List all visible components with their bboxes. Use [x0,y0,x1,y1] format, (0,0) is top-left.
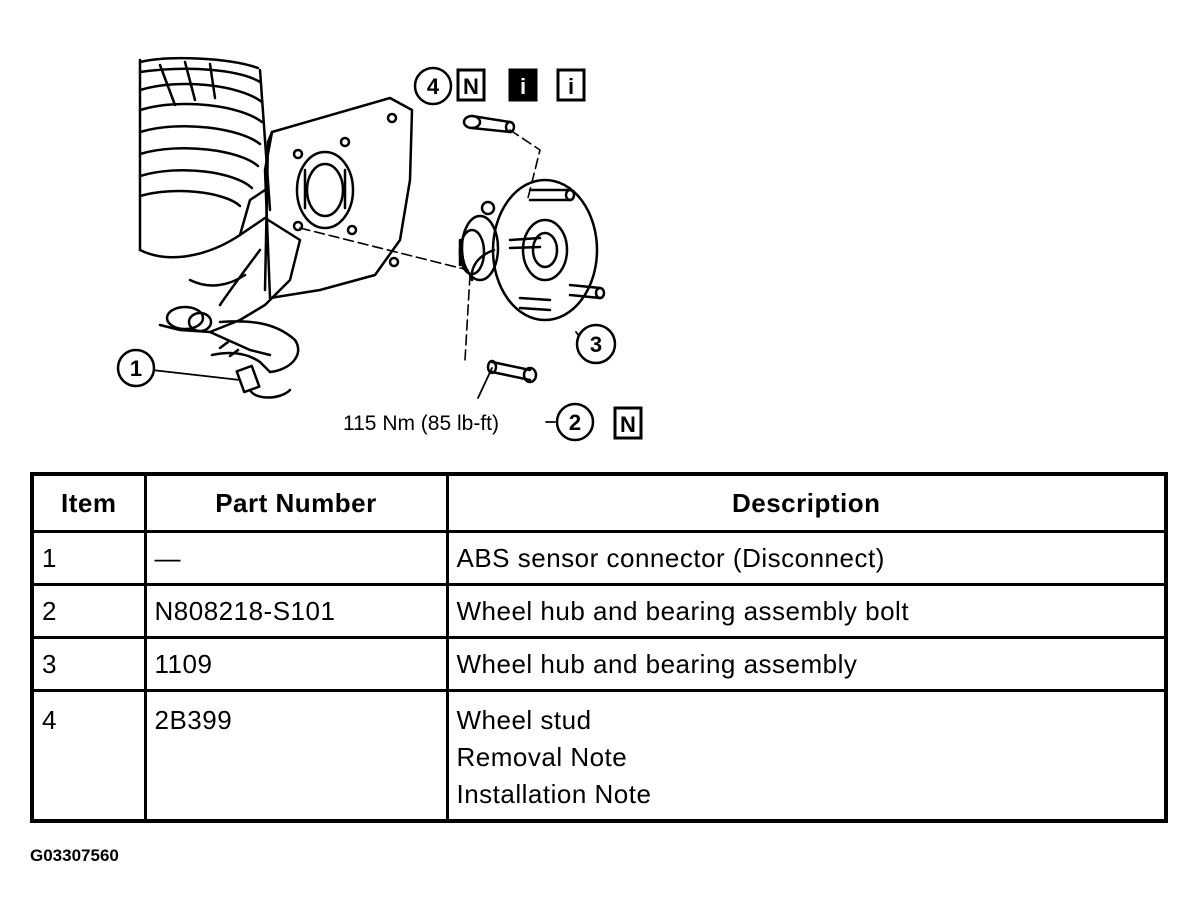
cell-description: Wheel stud Removal Note Installation Not… [445,689,1168,823]
table-row: 2 N808218-S101 Wheel hub and bearing ass… [30,583,1168,639]
svg-text:N: N [463,74,479,99]
cell-part-number: 1109 [143,636,449,692]
cell-part-number: 2B399 [143,689,449,823]
parts-table: Item Part Number Description 1 — ABS sen… [30,472,1168,823]
removal-note-line: Removal Note [456,742,628,772]
header-item: Item [30,472,147,533]
cell-item: 1 [30,530,147,586]
svg-text:1: 1 [130,356,142,381]
svg-text:3: 3 [590,332,602,357]
figure-id: G03307560 [30,846,119,865]
description-line: Wheel hub and bearing assembly [456,648,858,679]
cell-part-number: N808218-S101 [143,583,449,639]
hub-bolt-part [486,359,538,384]
svg-text:i: i [520,74,526,99]
table-row: 4 2B399 Wheel stud Removal Note Installa… [30,689,1168,823]
description-line: ABS sensor connector (Disconnect) [456,542,885,573]
description-line: Wheel stud [456,705,592,735]
cell-description: Wheel hub and bearing assembly [445,636,1168,692]
description-line: Wheel hub and bearing assembly bolt [456,595,910,626]
header-description: Description [445,472,1168,533]
info-box-filled: i [508,68,538,102]
note-box-n: N [456,68,486,102]
alignment-lines [299,129,541,361]
knuckle-arm [138,188,302,357]
info-box-outline: i [556,68,586,102]
coil-spring [138,56,272,252]
callout-2: 2 [555,402,595,442]
wheel-stud-part [462,114,516,134]
suspension-hub-diagram: 4 N i i 1 3 115 Nm (85 lb-ft) 2 N [116,56,643,442]
callout-4: 4 [413,66,453,106]
abs-sensor-wire [210,320,300,399]
wheel-hub [458,178,606,322]
table-row: 1 — ABS sensor connector (Disconnect) [30,530,1168,586]
header-part-number: Part Number [143,472,449,533]
svg-text:2: 2 [569,410,581,435]
installation-note-line: Installation Note [456,779,652,809]
cell-item: 4 [30,689,147,823]
cell-part-number: — [143,530,449,586]
callout-1: 1 [116,348,156,388]
cell-item: 2 [30,583,147,639]
backing-plate [263,96,414,300]
callout-3: 3 [575,323,617,365]
table-row: 3 1109 Wheel hub and bearing assembly [30,636,1168,692]
cell-description: Wheel hub and bearing assembly bolt [445,583,1168,639]
svg-text:N: N [620,412,636,437]
svg-text:4: 4 [427,74,440,99]
svg-text:i: i [568,74,574,99]
note-box-n-bolt: N [613,406,643,440]
table-header-row: Item Part Number Description [30,472,1168,533]
torque-label: 115 Nm (85 lb-ft) [343,412,499,435]
cell-description: ABS sensor connector (Disconnect) [445,530,1168,586]
cell-item: 3 [30,636,147,692]
